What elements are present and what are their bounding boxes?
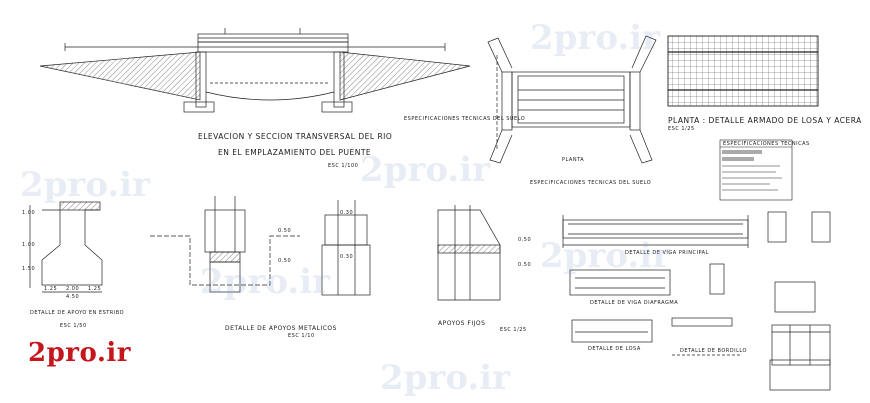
brand-logo: 2pro.ir (28, 338, 131, 368)
dim-4: 1.25 (44, 286, 58, 292)
main-beam-title: DETALLE DE VIGA PRINCIPAL (625, 250, 709, 256)
watermark: 2pro.ir (20, 165, 151, 205)
dim-1: 1.00 (22, 210, 36, 216)
fixed-support-scale: ESC 1/25 (500, 327, 527, 333)
abutment-detail-scale: ESC 1/50 (60, 323, 87, 329)
main-beam-detail (562, 215, 749, 248)
dim-10: 0.30 (340, 210, 354, 216)
dim-8: 0.50 (278, 228, 292, 234)
dim-6: 1.25 (88, 286, 102, 292)
dim-13: 0.50 (518, 262, 532, 268)
abutment-support-detail (29, 201, 103, 293)
dim-9: 0.50 (278, 258, 292, 264)
curb-detail-title: DETALLE DE BORDILLO (680, 348, 747, 354)
dim-11: 0.30 (340, 254, 354, 260)
dim-7: 4.50 (66, 294, 80, 300)
slab-reinforcement (667, 35, 819, 107)
dim-3: 1.50 (22, 266, 36, 272)
slab-detail-title: DETALLE DE LOSA (588, 346, 641, 352)
metal-support-title: DETALLE DE APOYOS METALICOS (225, 325, 337, 332)
elevation-scale: ESC 1/100 (328, 163, 359, 169)
watermark: 2pro.ir (530, 18, 661, 58)
dim-2: 1.00 (22, 242, 36, 248)
specs-table (719, 139, 793, 201)
soil-spec-label-1: ESPECIFICACIONES TECNICAS DEL SUELO (404, 116, 526, 122)
plan-view (487, 35, 657, 164)
watermark: 2pro.ir (540, 236, 671, 276)
dim-12: 0.50 (518, 237, 532, 243)
elevation-title-line2: EN EL EMPLAZAMIENTO DEL PUENTE (218, 148, 372, 157)
diaphragm-beam-title: DETALLE DE VIGA DIAFRAGMA (590, 300, 679, 306)
elevation-title-line1: ELEVACION Y SECCION TRANSVERSAL DEL RIO (198, 132, 393, 141)
beam-sections (709, 211, 831, 313)
specs-table-header: ESPECIFICACIONES TECNICAS (723, 141, 810, 147)
plan-title: PLANTA (562, 157, 585, 163)
abutment-detail-title: DETALLE DE APOYO EN ESTRIBO (30, 310, 125, 316)
watermark: 2pro.ir (200, 262, 331, 302)
slab-scale: ESC 1/25 (668, 126, 695, 132)
fixed-support-detail (321, 200, 501, 301)
slab-title: PLANTA : DETALLE ARMADO DE LOSA Y ACERA (668, 116, 862, 125)
dim-5: 2.00 (66, 286, 80, 292)
metal-support-scale: ESC 1/10 (288, 333, 315, 339)
watermark: 2pro.ir (380, 358, 511, 398)
elevation-section (39, 28, 471, 113)
lower-details (569, 269, 831, 391)
metal-support-detail (150, 196, 300, 293)
watermark: 2pro.ir (360, 150, 491, 190)
soil-spec-label-2: ESPECIFICACIONES TECNICAS DEL SUELO (530, 180, 652, 186)
fixed-support-title: APOYOS FIJOS (438, 320, 486, 327)
